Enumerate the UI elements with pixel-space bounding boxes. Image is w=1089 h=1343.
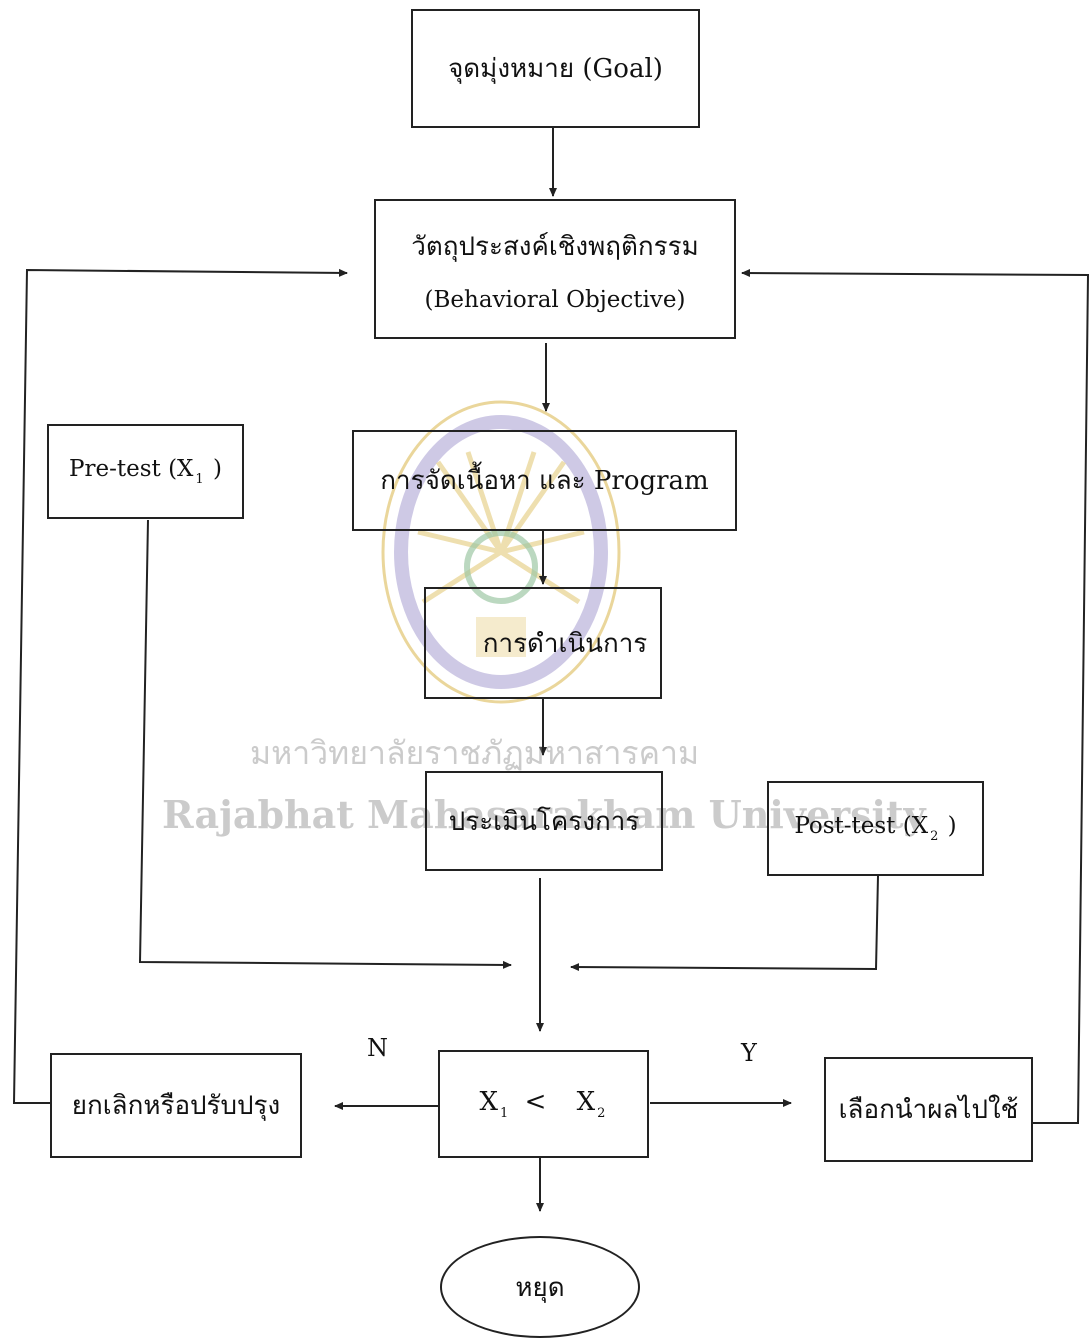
- branch-yes-label: Y: [741, 1039, 757, 1067]
- content-program-box: การจัดเนื้อหา และ Program: [352, 430, 737, 531]
- cancel-improve-box: ยกเลิกหรือปรับปรุง: [50, 1053, 302, 1158]
- arrow-pretest-to-merge: [138, 519, 512, 969]
- content-program-label: การจัดเนื้อหา และ Program: [380, 466, 709, 496]
- apply-results-box: เลือกนำผลไปใช้: [824, 1057, 1033, 1162]
- stop-terminal: หยุด: [440, 1236, 640, 1338]
- evaluate-box: ประเมินโครงการ: [425, 771, 663, 871]
- operation-box: การดำเนินการ: [424, 587, 662, 699]
- watermark-english: Rajabhat Mahasarakham University: [162, 792, 926, 837]
- apply-results-label: เลือกนำผลไปใช้: [838, 1095, 1019, 1125]
- feedback-left: [12, 268, 348, 1104]
- cancel-improve-label: ยกเลิกหรือปรับปรุง: [71, 1091, 281, 1121]
- operation-label: การดำเนินการ: [482, 628, 648, 659]
- objective-thai-label: วัตถุประสงค์เชิงพฤติกรรม: [411, 231, 699, 262]
- goal-label: จุดมุ่งหมาย (Goal): [448, 54, 663, 84]
- feedback-right: [741, 269, 1089, 1124]
- watermark-thai: มหาวิทยาลัยราชภัฏมหาสารคาม: [250, 734, 700, 772]
- goal-box: จุดมุ่งหมาย (Goal): [411, 9, 700, 128]
- objective-box: วัตถุประสงค์เชิงพฤติกรรม (Behavioral Obj…: [374, 199, 736, 339]
- evaluate-label: ประเมินโครงการ: [448, 806, 640, 837]
- university-seal-watermark: [381, 400, 621, 704]
- stop-label: หยุด: [515, 1272, 565, 1303]
- branch-no-label: N: [367, 1034, 388, 1062]
- objective-english-label: (Behavioral Objective): [424, 286, 686, 313]
- arrow-posttest-to-merge: [570, 875, 879, 972]
